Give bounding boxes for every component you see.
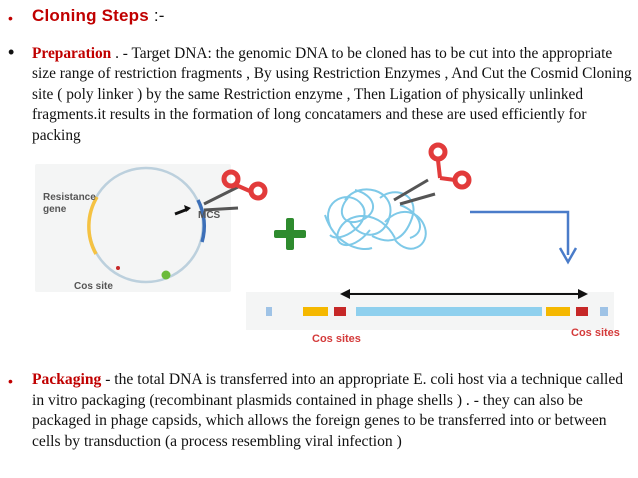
packaging-label: Packaging	[32, 371, 102, 388]
plasmid-circle	[87, 166, 206, 284]
preparation-label: Preparation	[32, 45, 112, 62]
plus-icon	[274, 218, 306, 250]
span-arrow-icon	[340, 289, 588, 299]
page-title: Cloning Steps :-	[32, 6, 165, 26]
heading-bullet: •	[8, 10, 13, 26]
page-title-text: Cloning Steps	[32, 6, 149, 25]
dna-coil-icon	[324, 188, 427, 250]
pointer-arrow-icon	[174, 205, 191, 216]
mcs-label: MCS	[198, 210, 221, 221]
cos-sites-right-label: Cos sites	[571, 327, 620, 339]
page-title-suffix: :-	[148, 6, 165, 25]
arrow-icon	[470, 210, 578, 265]
preparation-bullet: •	[8, 42, 15, 62]
cos-site-label: Cos site	[74, 281, 113, 292]
packaging-bullet: •	[8, 373, 13, 389]
resistance-gene-label: Resistance gene	[43, 192, 96, 215]
origin-marker	[161, 270, 171, 280]
scissors-icon	[393, 142, 472, 206]
cos-sites-left-label: Cos sites	[312, 333, 361, 345]
scissors-icon	[203, 169, 268, 212]
packaging-text: - the total DNA is transferred into an a…	[32, 371, 624, 450]
concatamer-bar	[266, 307, 608, 316]
preparation-paragraph: Preparation . - Target DNA: the genomic …	[32, 44, 636, 146]
cos-site-marker	[116, 266, 120, 270]
preparation-text: . - Target DNA: the genomic DNA to be cl…	[32, 45, 632, 144]
plasmid-diagram	[35, 164, 231, 292]
packaging-paragraph: Packaging - the total DNA is transferred…	[32, 370, 636, 452]
